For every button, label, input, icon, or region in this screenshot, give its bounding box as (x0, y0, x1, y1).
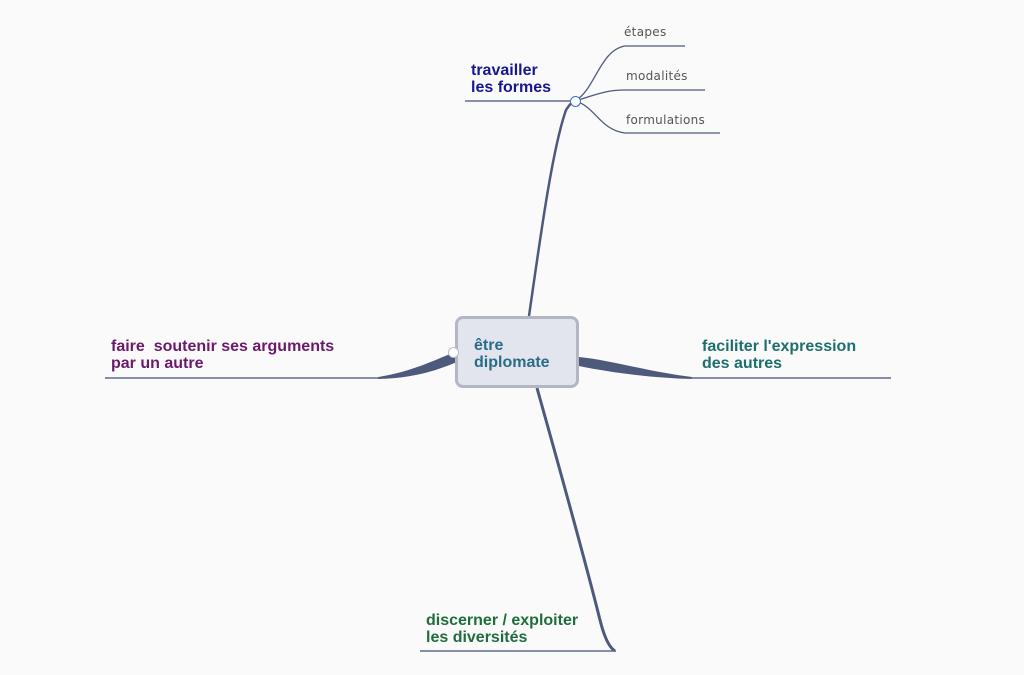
connector-leaf-etapes (574, 45, 685, 102)
central-node[interactable]: être diplomate (455, 316, 579, 388)
connector-bottom (535, 387, 616, 653)
connector-left (378, 352, 457, 379)
connector-leaf-formulations (574, 100, 720, 134)
collapse-handle-left[interactable] (448, 347, 459, 358)
branch-travailler-les-formes[interactable]: travailler les formes (471, 62, 552, 96)
leaf-etapes[interactable]: étapes (624, 25, 667, 39)
branch-faciliter-expression[interactable]: faciliter l'expression des autres (702, 338, 857, 372)
connector-right (579, 357, 692, 379)
leaf-modalites[interactable]: modalités (626, 69, 688, 83)
branch-faire-soutenir[interactable]: faire soutenir ses arguments par un autr… (111, 338, 335, 372)
connector-leaf-modalites (574, 89, 705, 102)
central-node-label: être diplomate (474, 337, 550, 371)
branch-discerner-exploiter[interactable]: discerner / exploiter les diversités (426, 612, 579, 646)
connector-top (527, 99, 576, 317)
collapse-handle-top[interactable] (570, 96, 581, 107)
leaf-formulations[interactable]: formulations (626, 113, 706, 127)
